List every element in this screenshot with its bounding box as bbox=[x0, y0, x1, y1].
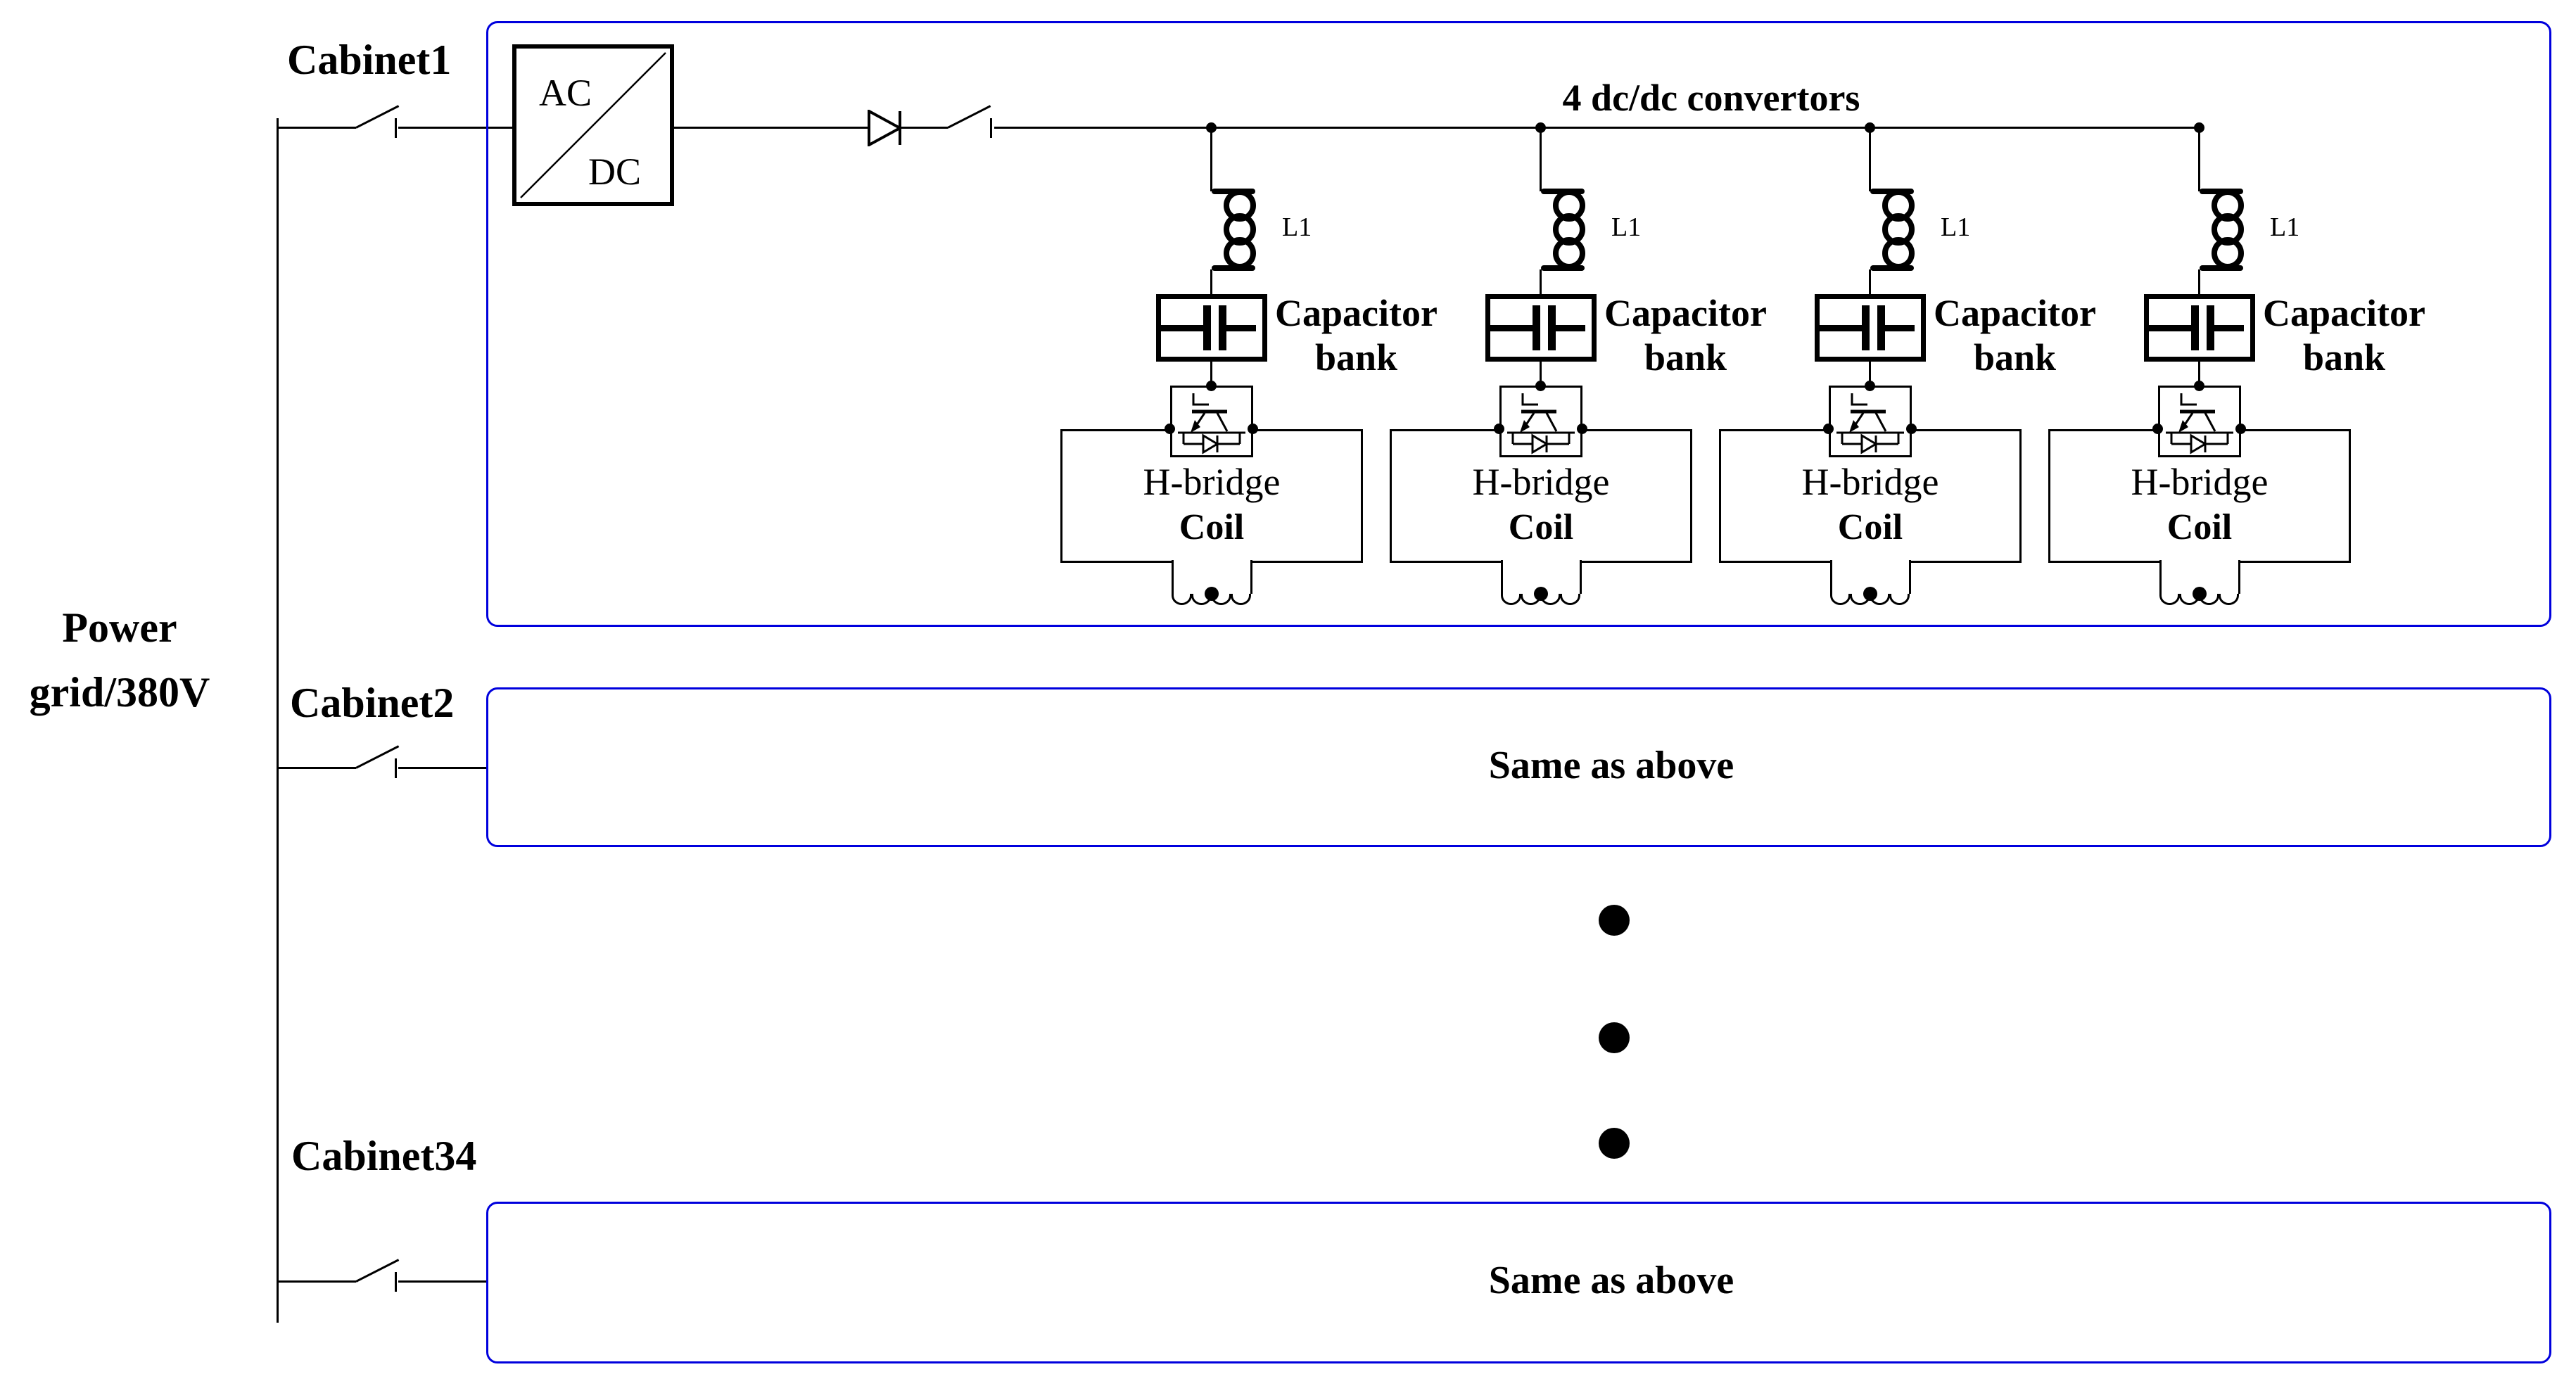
igbt-right-junction-dot bbox=[2235, 424, 2246, 434]
ellipsis-dot bbox=[1599, 905, 1630, 936]
capacitor-bank-label: Capacitor bank bbox=[1604, 292, 1767, 379]
igbt-right-junction-dot bbox=[1577, 424, 1587, 434]
igbt-top-junction-dot bbox=[1535, 381, 1546, 391]
igbt-icon bbox=[1507, 393, 1575, 454]
ellipsis-dot bbox=[1599, 1022, 1630, 1053]
dc-link-wire bbox=[674, 127, 868, 129]
igbt-box bbox=[1499, 386, 1582, 457]
dcdc-converter-module: L1 Capacitor bank bbox=[2034, 120, 2425, 626]
diode-icon bbox=[868, 110, 903, 146]
hbridge-label: H-bridge bbox=[1143, 461, 1281, 503]
coil-label: Coil bbox=[2166, 507, 2233, 547]
igbt-right-junction-dot bbox=[1906, 424, 1917, 434]
capacitor-bank-label: Capacitor bank bbox=[2263, 292, 2425, 379]
inductor-label: L1 bbox=[1611, 212, 1642, 242]
dc-label: DC bbox=[588, 151, 642, 193]
diode-output-wire bbox=[901, 127, 948, 129]
igbt-box bbox=[1829, 386, 1912, 457]
inductor-label: L1 bbox=[2270, 212, 2300, 242]
cabinet2-label: Cabinet2 bbox=[290, 680, 455, 726]
cabinet34-box bbox=[486, 1202, 2551, 1363]
coil-label: Coil bbox=[1508, 507, 1574, 547]
bus-junction-dot bbox=[1865, 122, 1875, 133]
igbt-top-junction-dot bbox=[1206, 381, 1217, 391]
capacitor-bank-icon bbox=[1485, 294, 1597, 362]
dc-bus-line bbox=[994, 127, 2200, 129]
capacitor-bank-icon bbox=[2144, 294, 2255, 362]
cabinet34-same-as-above-label: Same as above bbox=[1488, 1259, 1734, 1302]
cabinet34-label: Cabinet34 bbox=[291, 1133, 477, 1179]
cabinet2-same-as-above-label: Same as above bbox=[1488, 744, 1734, 787]
acdc-diagonal-line bbox=[520, 52, 666, 198]
coil-label: Coil bbox=[1837, 507, 1903, 547]
inductor-label: L1 bbox=[1282, 212, 1312, 242]
dcdc-converter-module: L1 Capacitor bank bbox=[1376, 120, 1767, 626]
igbt-left-junction-dot bbox=[1494, 424, 1504, 434]
power-grid-bus-line bbox=[277, 118, 279, 1323]
igbt-icon bbox=[1836, 393, 1904, 454]
coil-center-dot bbox=[1863, 587, 1877, 601]
capacitor-bank-label: Capacitor bank bbox=[1934, 292, 2096, 379]
igbt-icon bbox=[2166, 393, 2233, 454]
coil-center-dot bbox=[2193, 587, 2207, 601]
igbt-right-junction-dot bbox=[1248, 424, 1258, 434]
igbt-box bbox=[2158, 386, 2241, 457]
capacitor-bank-label: Capacitor bank bbox=[1275, 292, 1438, 379]
igbt-top-junction-dot bbox=[2194, 381, 2204, 391]
bus-junction-dot bbox=[1206, 122, 1217, 133]
bus-junction-dot bbox=[2194, 122, 2204, 133]
igbt-left-junction-dot bbox=[2152, 424, 2163, 434]
coil-label: Coil bbox=[1179, 507, 1245, 547]
igbt-icon bbox=[1178, 393, 1245, 454]
power-grid-label-line2: grid/380V bbox=[29, 669, 210, 716]
igbt-box bbox=[1170, 386, 1253, 457]
acdc-converter-box: AC DC bbox=[512, 44, 674, 206]
capacitor-bank-icon bbox=[1156, 294, 1267, 362]
igbt-left-junction-dot bbox=[1165, 424, 1175, 434]
power-grid-label: Power grid/380V bbox=[0, 595, 239, 725]
ac-label: AC bbox=[539, 72, 592, 114]
coil-center-dot bbox=[1205, 587, 1219, 601]
dcdc-group-label: 4 dc/dc convertors bbox=[1562, 77, 1860, 119]
dcdc-converter-module: L1 Capacitor bank bbox=[1046, 120, 1438, 626]
power-grid-label-line1: Power bbox=[62, 604, 177, 651]
cabinet1-box: AC DC 4 dc/dc convertors bbox=[486, 21, 2551, 627]
hbridge-label: H-bridge bbox=[1472, 461, 1610, 503]
inductor-label: L1 bbox=[1941, 212, 1971, 242]
hbridge-label: H-bridge bbox=[1801, 461, 1939, 503]
coil-center-dot bbox=[1534, 587, 1548, 601]
capacitor-bank-icon bbox=[1815, 294, 1926, 362]
cabinet1-label: Cabinet1 bbox=[287, 37, 452, 83]
igbt-left-junction-dot bbox=[1823, 424, 1834, 434]
cabinet2-box bbox=[486, 687, 2551, 847]
dcdc-converter-module: L1 Capacitor bank bbox=[1705, 120, 2096, 626]
igbt-top-junction-dot bbox=[1865, 381, 1875, 391]
hbridge-label: H-bridge bbox=[2131, 461, 2269, 503]
ellipsis-dot bbox=[1599, 1128, 1630, 1159]
bus-junction-dot bbox=[1535, 122, 1546, 133]
